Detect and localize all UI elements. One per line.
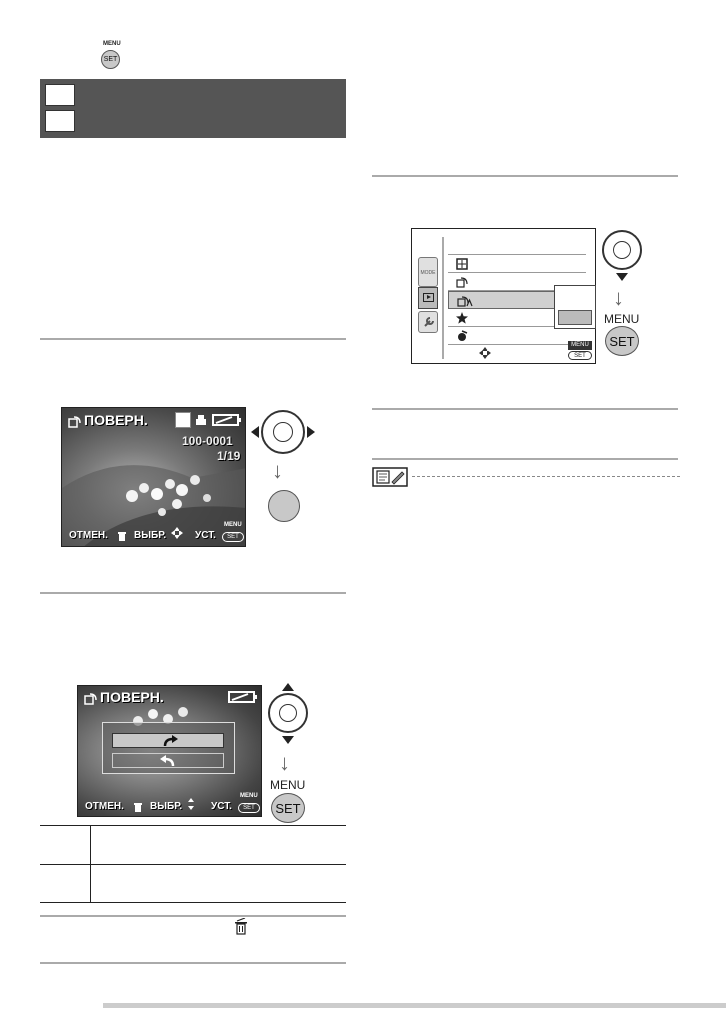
menu-label: MENU [270, 778, 306, 792]
set-badge: SET [568, 351, 592, 360]
footer-bar [103, 1003, 726, 1008]
cursor-arrows-icon [188, 798, 194, 810]
set-button-icon: SET [271, 793, 305, 823]
rotation-dialog [102, 722, 235, 774]
down-arrow-icon [616, 273, 628, 281]
rotate-counterclockwise-icon [160, 755, 175, 767]
right-arrow-icon [307, 426, 315, 438]
rotate-left-option[interactable] [112, 753, 224, 768]
set-button-icon: SET [605, 326, 639, 356]
submenu-popup [554, 285, 596, 329]
divider [40, 592, 346, 594]
cursor-pad-icon [268, 693, 308, 733]
frame-count: 1/19 [217, 449, 241, 463]
flow-arrow-icon: ↓ [272, 458, 283, 483]
header-box-2 [45, 110, 75, 132]
trash-icon [134, 803, 142, 812]
rotate-clockwise-icon [163, 735, 178, 747]
setup-tab[interactable] [418, 311, 438, 333]
menu-list [448, 237, 586, 347]
protect-indicator-box [175, 412, 191, 428]
left-arrow-icon [251, 426, 259, 438]
battery-icon [212, 414, 241, 426]
set-badge: SET [238, 803, 260, 813]
down-arrow-icon [282, 736, 294, 744]
cancel-label: ОТМЕН. [69, 530, 108, 541]
star-icon [456, 312, 468, 324]
options-table [40, 825, 346, 903]
note-icon [372, 467, 408, 487]
menu-label-small: MENU [103, 41, 121, 47]
rotate-icon [456, 277, 468, 288]
rotate-display-icon [457, 296, 473, 307]
battery-icon [228, 691, 257, 703]
rotate-right-option[interactable] [112, 733, 224, 748]
playback-menu-screen: MODE MENU SET [411, 228, 596, 364]
trash-icon [235, 918, 247, 935]
header-box-1 [45, 84, 75, 106]
divider [372, 458, 678, 460]
select-label: ВЫБР. [134, 530, 167, 541]
divider [372, 175, 678, 177]
menu-item-audio-dub[interactable] [448, 327, 586, 345]
cursor-arrows-icon [479, 347, 491, 359]
menu-item-rotate[interactable] [448, 273, 586, 291]
menu-item-blank[interactable] [448, 237, 586, 255]
menu-item-favorite[interactable] [448, 309, 586, 327]
lcd-select-screen: ПОВЕРН. 100-0001 1/19 ОТМЕН. ВЫБР. УСТ. … [61, 407, 246, 547]
set-action-label: УСТ. [211, 801, 232, 812]
cursor-pad-icon [261, 410, 305, 454]
section-header-bar [40, 79, 346, 138]
divider [40, 915, 346, 917]
cancel-label: ОТМЕН. [85, 801, 124, 812]
menu-badge: MENU [224, 522, 242, 528]
menu-badge: MENU [240, 793, 258, 799]
select-label: ВЫБР. [150, 801, 183, 812]
up-arrow-icon [282, 683, 294, 691]
rotate-mode-icon [68, 416, 81, 428]
divider [40, 338, 346, 340]
flow-arrow-icon: ↓ [279, 750, 290, 775]
menu-label: MENU [604, 312, 640, 326]
submenu-option-off[interactable] [558, 310, 592, 325]
lcd-rotate-screen: ПОВЕРН. ОТМЕН. ВЫБР. УСТ. MENU SET [77, 685, 262, 817]
divider [372, 408, 678, 410]
cursor-arrows-icon [171, 527, 183, 539]
menu-item-resize[interactable] [448, 255, 586, 273]
audio-dub-icon [458, 330, 468, 341]
resize-icon [456, 258, 468, 270]
note-dashed-line [412, 476, 680, 477]
trash-icon [118, 532, 126, 541]
submenu-option-on[interactable] [558, 290, 592, 305]
flower-photo [62, 465, 245, 546]
flow-arrow-icon: ↓ [613, 285, 624, 310]
table-row [40, 826, 346, 865]
mode-tab[interactable]: MODE [418, 257, 438, 287]
divider [40, 962, 346, 964]
set-badge: SET [222, 532, 244, 542]
lcd-title: ПОВЕРН. [84, 412, 148, 428]
table-row [40, 865, 346, 903]
set-button-small-icon: SET [101, 50, 120, 69]
file-number: 100-0001 [182, 434, 233, 448]
lcd-title: ПОВЕРН. [100, 689, 164, 705]
blank-button-icon [268, 490, 300, 522]
print-icon [196, 415, 206, 425]
rotate-mode-icon [84, 693, 97, 705]
playback-tab[interactable] [418, 287, 438, 309]
menu-badge: MENU [568, 341, 592, 350]
cursor-pad-icon [602, 230, 642, 270]
wrench-icon [424, 317, 434, 327]
set-action-label: УСТ. [195, 530, 216, 541]
